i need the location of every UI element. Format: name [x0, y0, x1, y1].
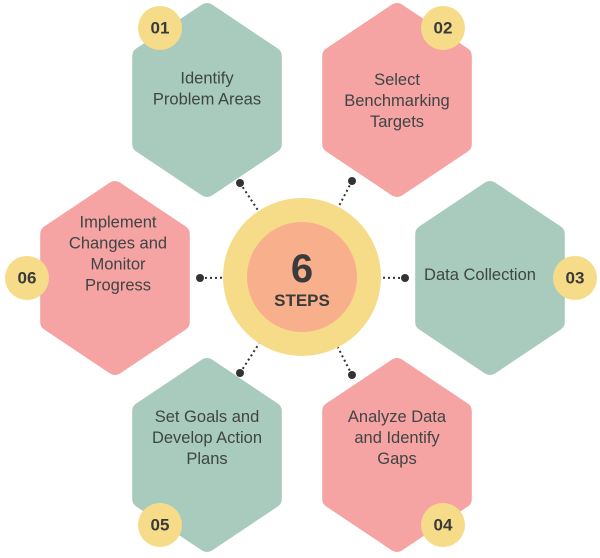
connector-dot — [348, 371, 356, 379]
center-number: 6 — [291, 247, 313, 291]
step-label-line: Select — [374, 71, 420, 89]
step-number-badge — [421, 503, 465, 547]
connector-dot — [348, 177, 356, 185]
connectors — [199, 180, 406, 376]
step-number-badge — [421, 6, 465, 50]
step-label-line: Data Collection — [424, 266, 536, 284]
step-number: 04 — [434, 516, 453, 535]
step-label-line: and Identify — [354, 429, 440, 447]
step-number-badge — [138, 6, 182, 50]
connector-dot — [196, 274, 204, 282]
step-label-line: Plans — [186, 450, 227, 468]
step-label-line: Targets — [370, 113, 424, 131]
center-circle: 6 STEPS — [223, 198, 381, 356]
step-number: 06 — [18, 269, 37, 288]
connector-dot — [236, 369, 244, 377]
center-inner-circle — [247, 222, 357, 332]
step-number-badge — [553, 256, 597, 300]
step-label-line: Benchmarking — [344, 92, 449, 110]
step-label-line: Progress — [85, 277, 151, 295]
step-label-line: Analyze Data — [348, 408, 447, 426]
connector-dot — [236, 179, 244, 187]
step-number-badge — [5, 256, 49, 300]
step-number: 05 — [151, 516, 170, 535]
center-label: STEPS — [274, 291, 330, 310]
connector-line — [337, 180, 353, 208]
step-hexagon — [415, 181, 565, 375]
step-label-line: Changes and — [69, 235, 167, 253]
step-number: 01 — [151, 19, 170, 38]
step-3: Data Collection 03 — [401, 181, 597, 375]
step-label-line: Identify — [180, 70, 234, 88]
connector-line — [239, 182, 260, 212]
step-number-badge — [138, 503, 182, 547]
step-hexagon — [322, 358, 472, 552]
connector-line — [337, 346, 353, 376]
step-label-line: Monitor — [90, 256, 146, 274]
step-label-line: Implement — [79, 214, 156, 232]
step-hexagon — [40, 181, 190, 375]
connector-line — [239, 342, 260, 374]
step-number: 02 — [434, 19, 453, 38]
step-hexagon — [132, 3, 282, 197]
step-label-line: Develop Action — [152, 429, 262, 447]
step-label-line: Problem Areas — [153, 91, 261, 109]
step-hexagon — [322, 3, 472, 197]
step-label-line: Gaps — [377, 450, 416, 468]
step-number: 03 — [566, 269, 585, 288]
step-label-line: Set Goals and — [155, 408, 260, 426]
step-hexagon — [132, 358, 282, 552]
connector-dot — [401, 274, 409, 282]
